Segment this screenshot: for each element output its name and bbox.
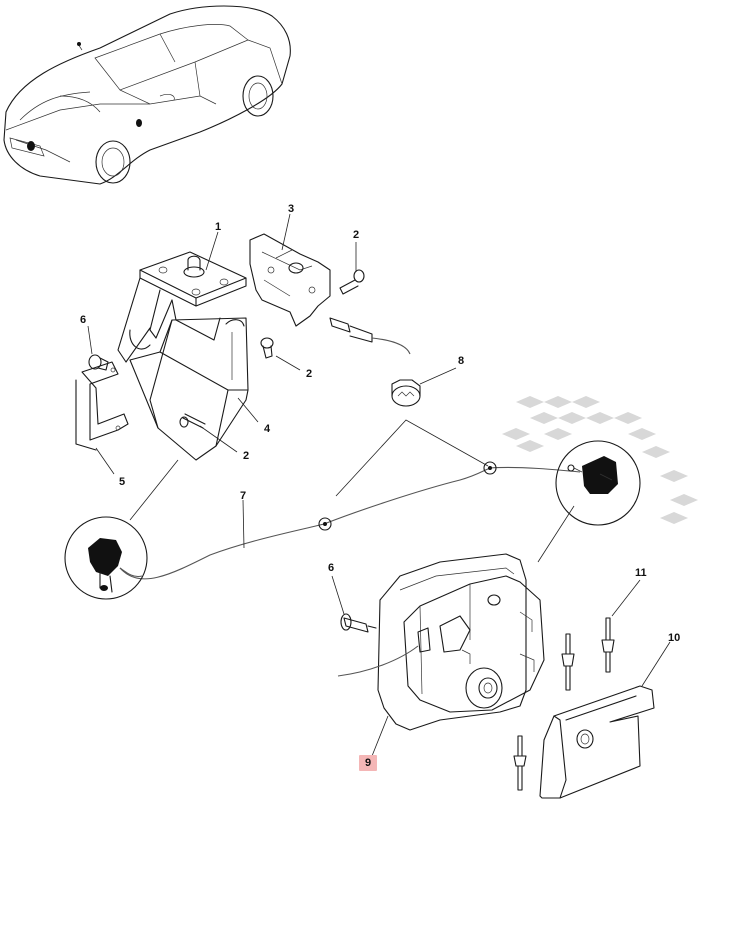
part-7-cable: [119, 461, 581, 580]
bolt-part-6-upper: [88, 354, 109, 371]
detail-circle-right: [555, 440, 641, 526]
part-10-mounting-bracket: [539, 685, 655, 799]
callout-2-middle: 2: [305, 368, 313, 380]
callout-6-lower: 6: [327, 562, 335, 574]
bolt-part-6-lower: [340, 613, 377, 633]
part-1-bracket-plate: [117, 251, 247, 363]
callout-6-upper: 6: [79, 314, 87, 326]
detail-circle-left: [64, 516, 148, 600]
callout-11: 11: [635, 567, 647, 579]
cable-end-fitting: [329, 317, 411, 355]
callout-3: 3: [287, 203, 295, 215]
bolt-part-2-upper: [339, 269, 365, 295]
callout-5: 5: [118, 476, 126, 488]
part-8-grommet: [391, 379, 421, 407]
callout-9-highlighted[interactable]: 9: [359, 755, 377, 771]
callout-8: 8: [457, 355, 465, 367]
callout-2-lower: 2: [242, 450, 250, 462]
bolt-part-2-lower: [179, 413, 206, 429]
callout-7: 7: [239, 490, 247, 502]
part-3-latch: [249, 233, 331, 327]
leader-lines: [87, 213, 671, 757]
part-11-rivets: [513, 617, 615, 791]
part-9-actuator: [337, 553, 545, 731]
bolt-part-2-middle: [260, 337, 274, 359]
car-illustration: [3, 5, 291, 185]
part-4-support-bracket: [129, 317, 249, 461]
callout-10: 10: [668, 632, 681, 644]
part-5-clip: [75, 361, 129, 451]
callout-1: 1: [214, 221, 222, 233]
callout-4: 4: [263, 423, 271, 435]
checker-pattern: [502, 396, 698, 524]
callout-2-upper: 2: [352, 229, 360, 241]
